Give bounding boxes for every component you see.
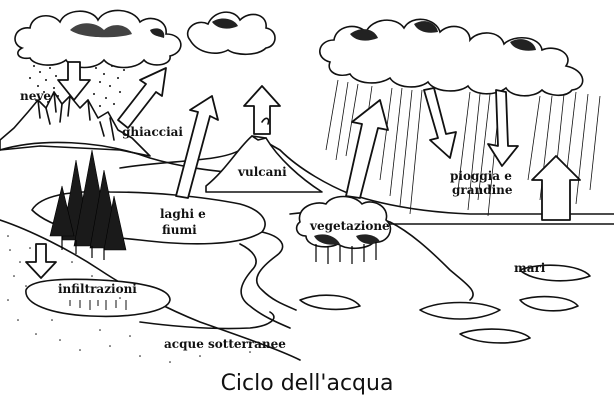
rain-lines [325, 79, 601, 217]
soil-texture [7, 235, 251, 363]
label-pioggia-line1: pioggia e [450, 169, 512, 183]
arrow-lake-up [175, 95, 219, 199]
arrow-glacier-up [117, 67, 167, 129]
label-laghi-line1: laghi e [160, 207, 206, 221]
arrow-rain-down-1 [423, 87, 457, 159]
label-ghiacciai: ghiacciai [122, 125, 183, 139]
label-acque-sotterranee: acque sotterranee [164, 337, 286, 351]
label-vulcani: vulcani [237, 165, 287, 179]
arrow-volcano-up [243, 85, 281, 135]
label-pioggia-line2: grandine [452, 183, 513, 197]
label-neve: neve [20, 89, 51, 103]
arrow-sea-up [531, 155, 581, 221]
forest-left [49, 149, 127, 260]
snow-dots [29, 65, 125, 107]
label-mari: mari [514, 261, 546, 275]
arrow-infiltration-down [25, 243, 57, 279]
arrow-snow-down [57, 61, 91, 101]
arrow-vegetation-up [345, 99, 389, 199]
cloud-left [14, 9, 182, 69]
vegetation-trees [295, 195, 392, 264]
cloud-right [319, 18, 584, 97]
diagram-caption: Ciclo dell'acqua [221, 371, 394, 396]
infiltration-drips [69, 300, 127, 310]
arrow-rain-down-2 [487, 89, 519, 167]
label-vegetazione: vegetazione [309, 219, 390, 233]
mountains [0, 91, 151, 157]
cloud-center [186, 11, 276, 56]
label-infiltrazioni: infiltrazioni [58, 282, 137, 296]
label-laghi-line2: fiumi [162, 223, 197, 237]
